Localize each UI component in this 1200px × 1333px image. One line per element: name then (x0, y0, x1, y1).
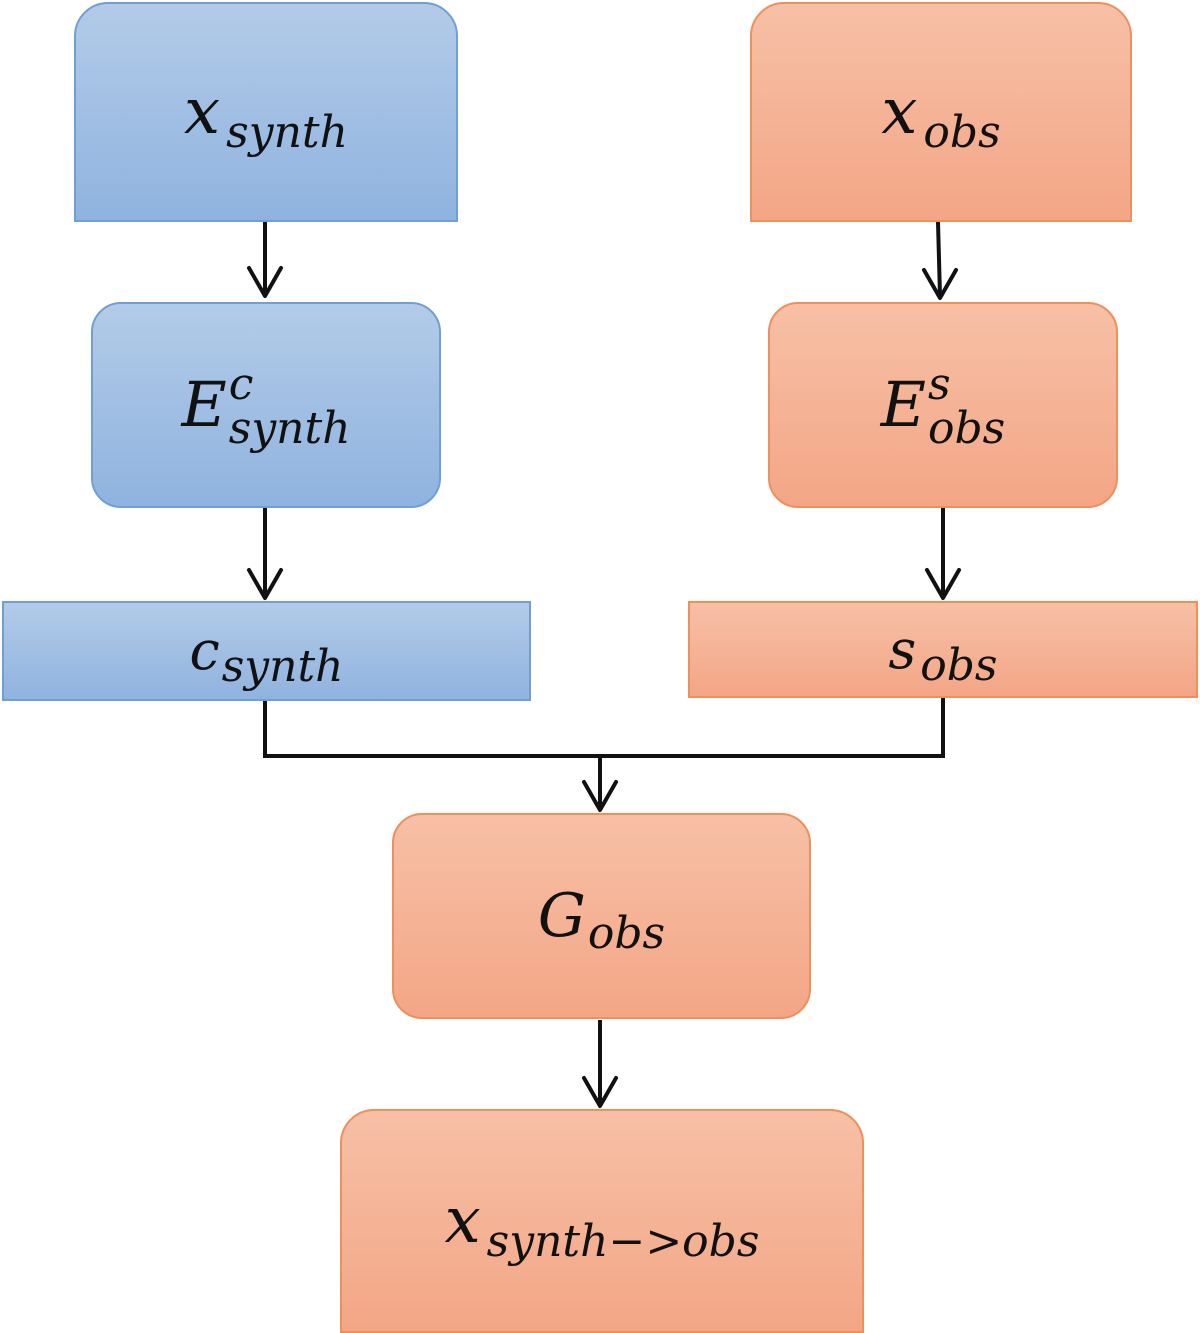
x-synth-base: 𝑥 (184, 75, 221, 149)
arrowhead-e-synth-to-c-synth (247, 568, 283, 600)
arrowhead-g-obs-to-x-result (582, 1076, 618, 1108)
e-obs-subscript: obs (928, 403, 1006, 454)
e-synth-base: E (181, 368, 227, 441)
g-obs-label: Gobs (537, 881, 665, 956)
node-e-synth: E c synth (91, 302, 441, 508)
e-obs-base: E (880, 368, 926, 441)
c-synth-base: c (189, 619, 220, 682)
arrowhead-junction-to-g-obs (582, 780, 618, 812)
arrowhead-e-obs-to-s-obs (925, 568, 961, 600)
e-synth-scripts: c synth (229, 363, 351, 451)
e-synth-subscript: synth (228, 403, 351, 454)
node-c-synth: csynth (2, 601, 531, 701)
g-obs-base: G (537, 881, 586, 951)
x-synth-to-obs-subscript: synth−>obs (486, 1216, 760, 1267)
e-synth-label: E c synth (181, 359, 350, 451)
node-e-obs: E s obs (768, 302, 1118, 508)
s-obs-subscript: obs (920, 639, 998, 691)
arrowhead-x-obs-to-e-obs (922, 268, 958, 300)
e-synth-superscript: c (228, 359, 254, 410)
node-s-obs: sobs (688, 601, 1198, 698)
arrow-x-obs-to-e-obs (936, 221, 942, 297)
x-synth-to-obs-base: 𝑥 (444, 1184, 481, 1258)
c-synth-label: csynth (189, 619, 343, 689)
e-obs-label: E s obs (881, 359, 1006, 451)
connector-s-obs-to-junction (600, 698, 945, 758)
c-synth-subscript: synth (221, 641, 344, 692)
s-obs-label: sobs (888, 617, 998, 687)
node-g-obs: Gobs (392, 813, 811, 1019)
x-synth-subscript: synth (226, 107, 348, 158)
g-obs-subscript: obs (587, 908, 666, 959)
s-obs-base: s (888, 617, 917, 681)
x-obs-base: 𝑥 (881, 75, 918, 149)
arrowhead-x-synth-to-e-synth (247, 266, 283, 298)
x-obs-subscript: obs (923, 107, 1001, 158)
connector-c-synth-to-junction (263, 701, 600, 758)
e-obs-scripts: s obs (928, 363, 1005, 451)
e-obs-superscript: s (928, 359, 951, 410)
